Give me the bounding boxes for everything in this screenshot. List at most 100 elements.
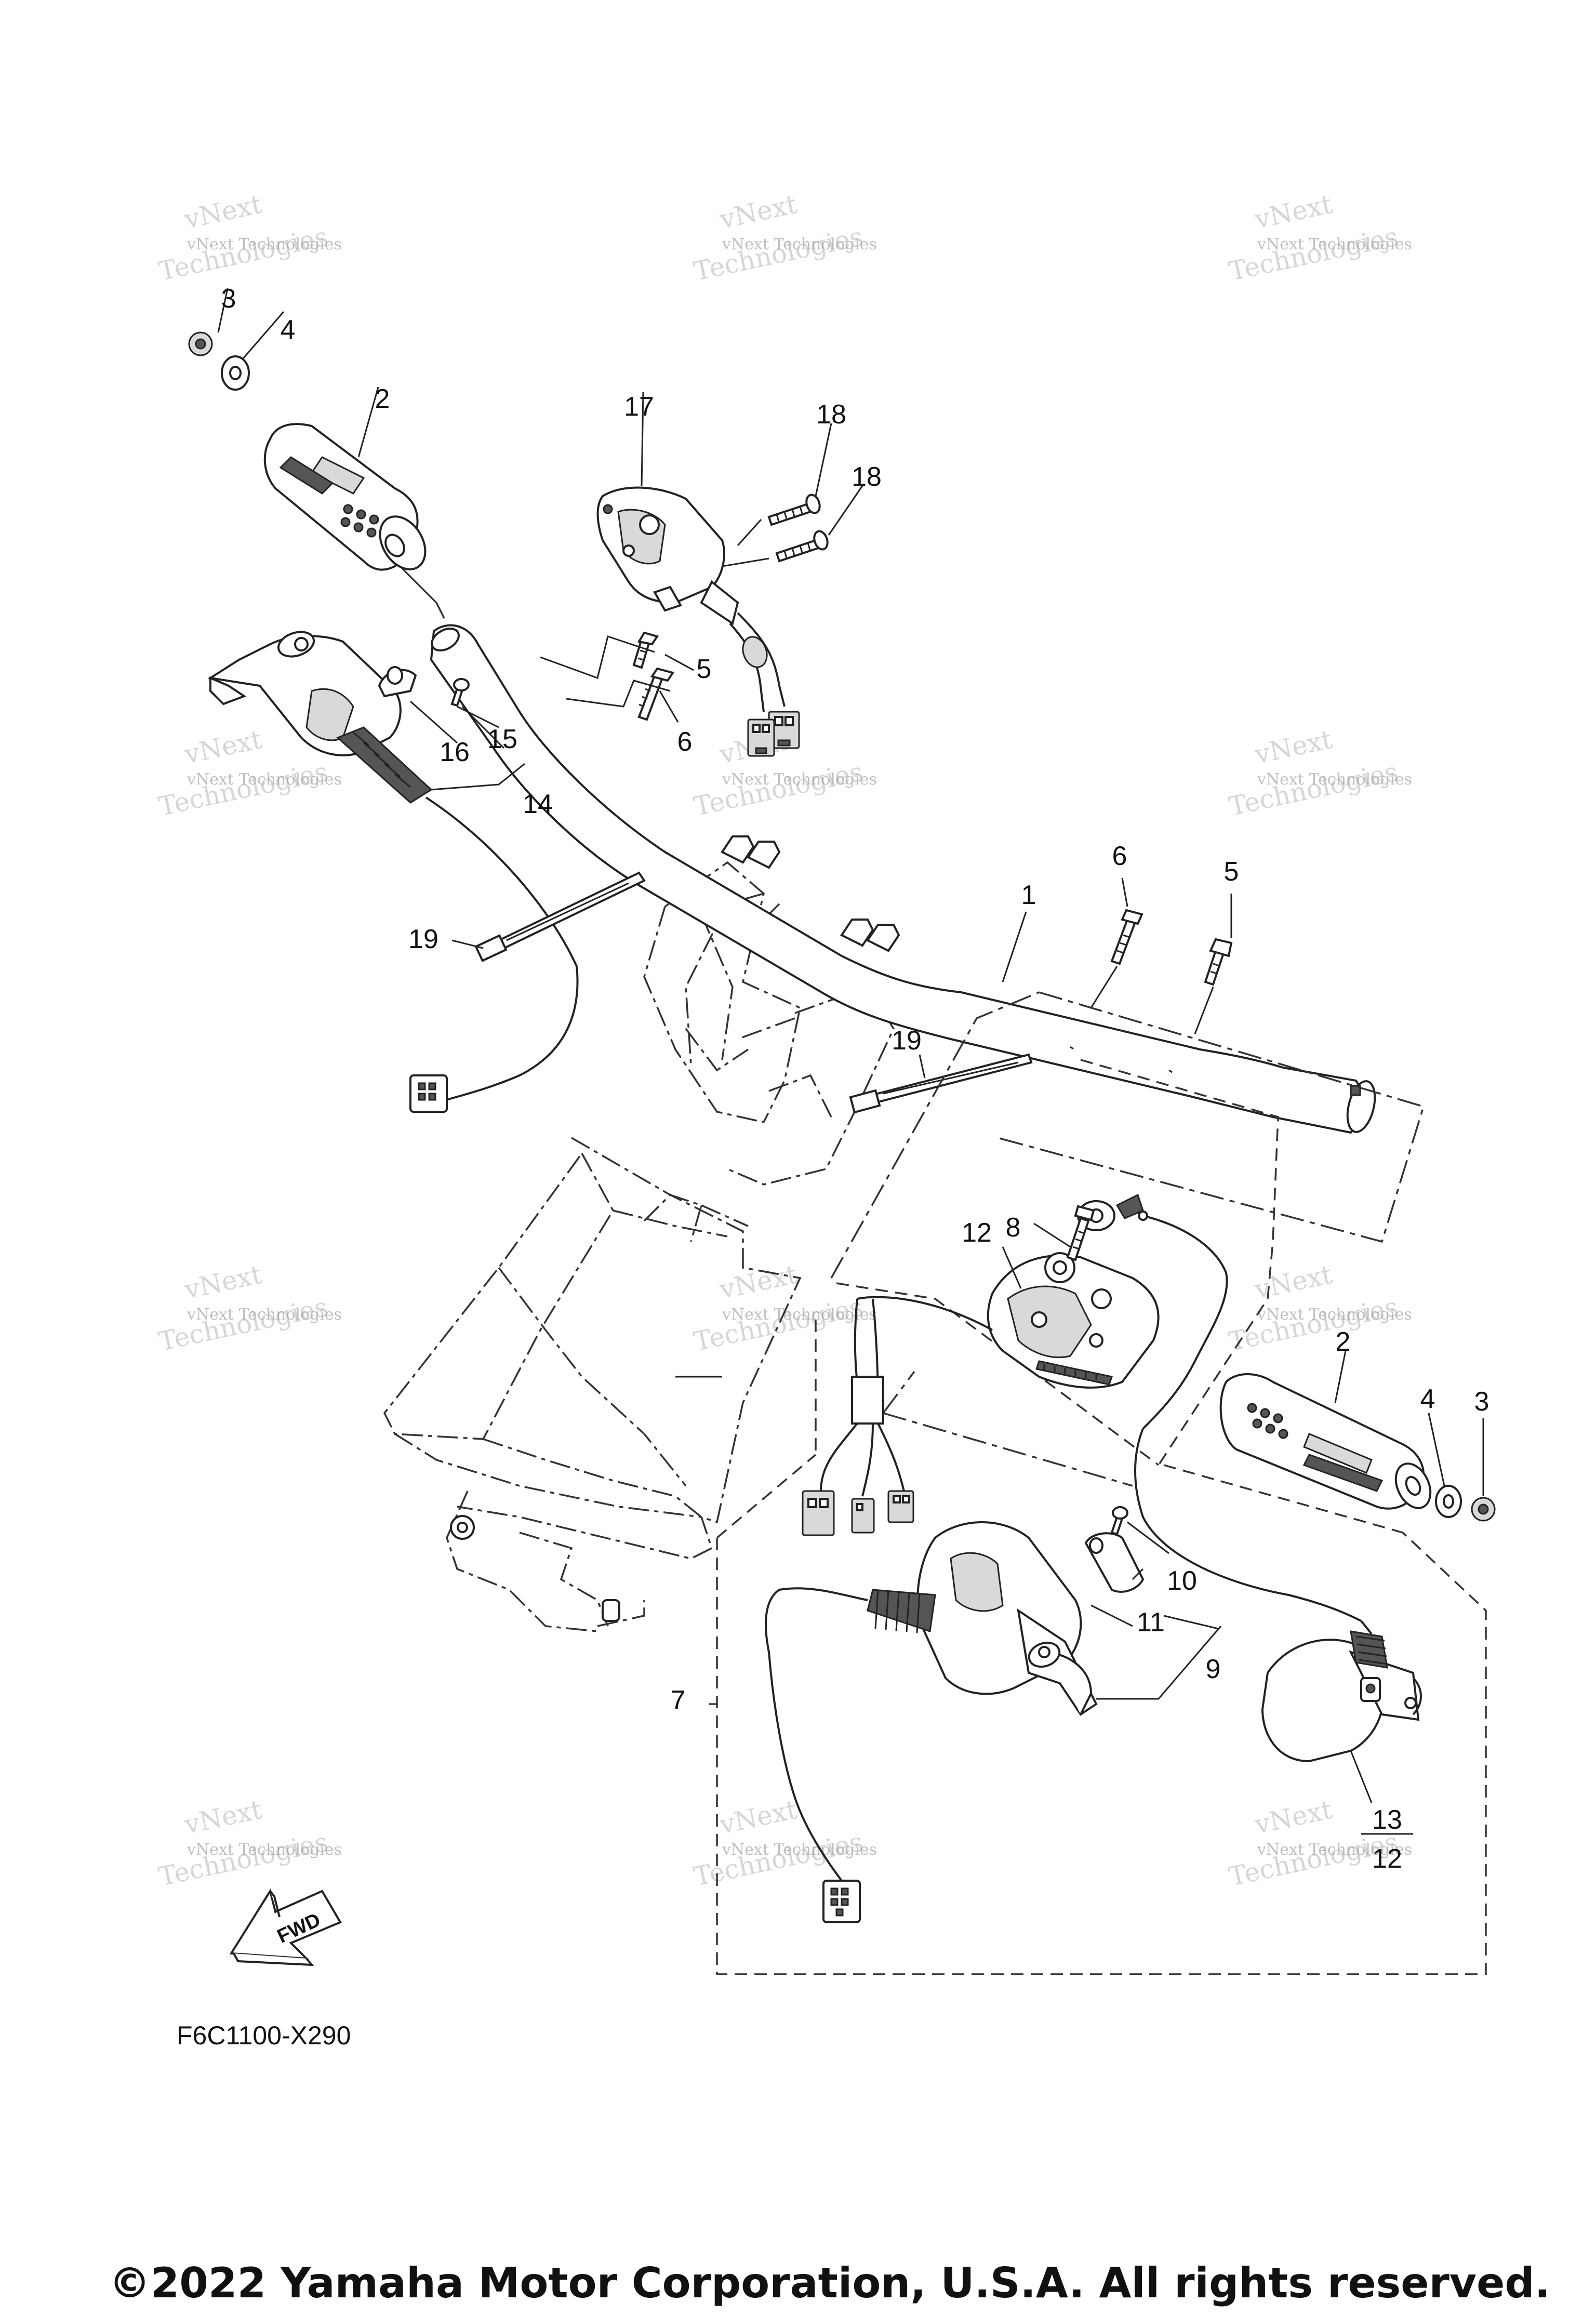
callout-13: 13 <box>1372 1805 1402 1835</box>
callout-14: 14 <box>523 789 553 819</box>
callout-5-upper: 5 <box>697 654 712 684</box>
callout-11: 11 <box>1137 1607 1165 1638</box>
fwd-arrow-icon: FWD <box>229 1888 342 1966</box>
cable-tie-upper <box>474 871 646 962</box>
callout-12-lower: 12 <box>1372 1844 1402 1874</box>
grip-right-dimples <box>1247 1403 1288 1439</box>
switch-harness <box>802 1296 993 1536</box>
screw-6-right <box>1110 909 1143 965</box>
watermark-low-right: vNext vNext Technologies Technologies <box>1226 1259 1412 1357</box>
svg-text:vNext Technologies: vNext Technologies <box>1257 770 1412 789</box>
svg-text:vNext: vNext <box>181 189 264 235</box>
callouts: 3 4 2 17 18 18 5 6 15 16 14 19 1 6 5 19 … <box>221 284 1489 1874</box>
throttle-assembly <box>765 1506 1145 1923</box>
callout-15: 15 <box>487 724 517 754</box>
screw-18-upper <box>767 494 821 526</box>
switch-housing-lower <box>987 1193 1362 1622</box>
svg-text:vNext: vNext <box>181 1794 264 1840</box>
svg-text:vNext Technologies: vNext Technologies <box>187 235 342 254</box>
svg-text:vNext Technologies: vNext Technologies <box>722 1306 877 1324</box>
svg-text:vNext Technologies: vNext Technologies <box>722 1841 877 1859</box>
svg-text:Technologies: Technologies <box>156 1827 330 1892</box>
callout-1: 1 <box>1021 880 1036 910</box>
watermark-low-center: vNext vNext Technologies Technologies <box>691 1259 877 1357</box>
callout-4-right: 4 <box>1420 1384 1435 1414</box>
callout-9: 9 <box>1206 1654 1221 1684</box>
nut-right <box>1471 1497 1496 1522</box>
washer-left <box>221 355 250 391</box>
svg-text:vNext Technologies: vNext Technologies <box>1257 1306 1412 1324</box>
callout-19-upper: 19 <box>408 924 438 954</box>
svg-text:Technologies: Technologies <box>691 221 866 287</box>
svg-text:Technologies: Technologies <box>1226 221 1401 287</box>
watermark-top-center: vNext vNext Technologies Technologies <box>691 189 877 287</box>
screw-8 <box>1066 1205 1095 1261</box>
callout-3-right: 3 <box>1474 1387 1489 1417</box>
watermark-group: vNext vNext Technologies Technologies vN… <box>156 189 1412 1892</box>
svg-text:vNext: vNext <box>716 1259 800 1305</box>
svg-text:vNext Technologies: vNext Technologies <box>187 1306 342 1324</box>
switch-housing-upper <box>596 486 800 757</box>
callout-8: 8 <box>1006 1213 1021 1243</box>
cable-tie-lower <box>849 1053 1033 1114</box>
callout-19-lower: 19 <box>892 1026 922 1056</box>
svg-text:Technologies: Technologies <box>691 756 866 822</box>
svg-text:vNext: vNext <box>181 724 264 770</box>
svg-text:vNext Technologies: vNext Technologies <box>187 770 342 789</box>
callout-5-right: 5 <box>1224 857 1239 887</box>
callout-3-left: 3 <box>221 284 236 314</box>
screw-5-right <box>1204 938 1233 986</box>
grip-left <box>263 423 445 619</box>
callout-12-upper: 12 <box>962 1218 992 1248</box>
screw-6-upper <box>637 667 675 721</box>
callout-2-left: 2 <box>375 384 390 414</box>
watermark-bottom-center: vNext vNext Technologies Technologies <box>691 1794 877 1892</box>
svg-text:vNext Technologies: vNext Technologies <box>1257 1841 1412 1859</box>
svg-text:Technologies: Technologies <box>156 756 330 822</box>
svg-text:vNext: vNext <box>181 1259 264 1305</box>
svg-text:vNext Technologies: vNext Technologies <box>722 770 877 789</box>
svg-text:Technologies: Technologies <box>156 1292 330 1357</box>
svg-text:Technologies: Technologies <box>691 1292 866 1357</box>
connector-throttle-pins <box>830 1887 849 1917</box>
callout-7: 7 <box>671 1685 686 1715</box>
callout-10: 10 <box>1167 1566 1197 1596</box>
svg-text:vNext: vNext <box>1252 1259 1335 1305</box>
svg-text:vNext: vNext <box>1252 189 1335 235</box>
watermark-top-left: vNext vNext Technologies Technologies <box>156 189 342 287</box>
callout-18-upper: 18 <box>816 400 846 430</box>
svg-text:vNext: vNext <box>1252 1794 1335 1840</box>
svg-text:Technologies: Technologies <box>1226 756 1401 822</box>
lanyard-switch <box>1261 1620 1422 1763</box>
copyright-notice: ©2022 Yamaha Motor Corporation, U.S.A. A… <box>109 2259 1550 2307</box>
svg-text:vNext Technologies: vNext Technologies <box>1257 235 1412 254</box>
watermark-bottom-left: vNext vNext Technologies Technologies <box>156 1794 342 1892</box>
svg-text:vNext: vNext <box>716 189 800 235</box>
handlebar <box>430 624 1376 1134</box>
watermark-mid-right: vNext vNext Technologies Technologies <box>1226 724 1412 822</box>
grip-right <box>1219 1373 1432 1510</box>
callout-16: 16 <box>440 737 470 767</box>
screw-18-lower <box>775 530 829 563</box>
screw-5-upper <box>632 631 659 669</box>
svg-text:vNext: vNext <box>1252 724 1335 770</box>
callout-17: 17 <box>624 392 654 422</box>
watermark-low-left: vNext vNext Technologies Technologies <box>156 1259 342 1357</box>
svg-text:Technologies: Technologies <box>156 221 330 287</box>
leader-lines <box>217 288 1022 1378</box>
svg-text:vNext Technologies: vNext Technologies <box>722 235 877 254</box>
nut-left <box>188 331 213 356</box>
switch-assembly-boundary <box>716 991 1487 1975</box>
callout-2-right: 2 <box>1336 1327 1351 1357</box>
grip-left-dimples <box>340 504 379 538</box>
left-switch-assembly <box>207 631 579 1113</box>
callout-4-left: 4 <box>281 315 296 345</box>
callout-6-right: 6 <box>1112 841 1127 871</box>
watermark-top-right: vNext vNext Technologies Technologies <box>1226 189 1412 287</box>
callout-18-lower: 18 <box>852 462 882 492</box>
diagram-code: F6C1100-X290 <box>177 2021 351 2050</box>
washer-right <box>1435 1485 1462 1518</box>
callout-6-upper: 6 <box>677 727 693 757</box>
svg-text:vNext Technologies: vNext Technologies <box>187 1841 342 1859</box>
